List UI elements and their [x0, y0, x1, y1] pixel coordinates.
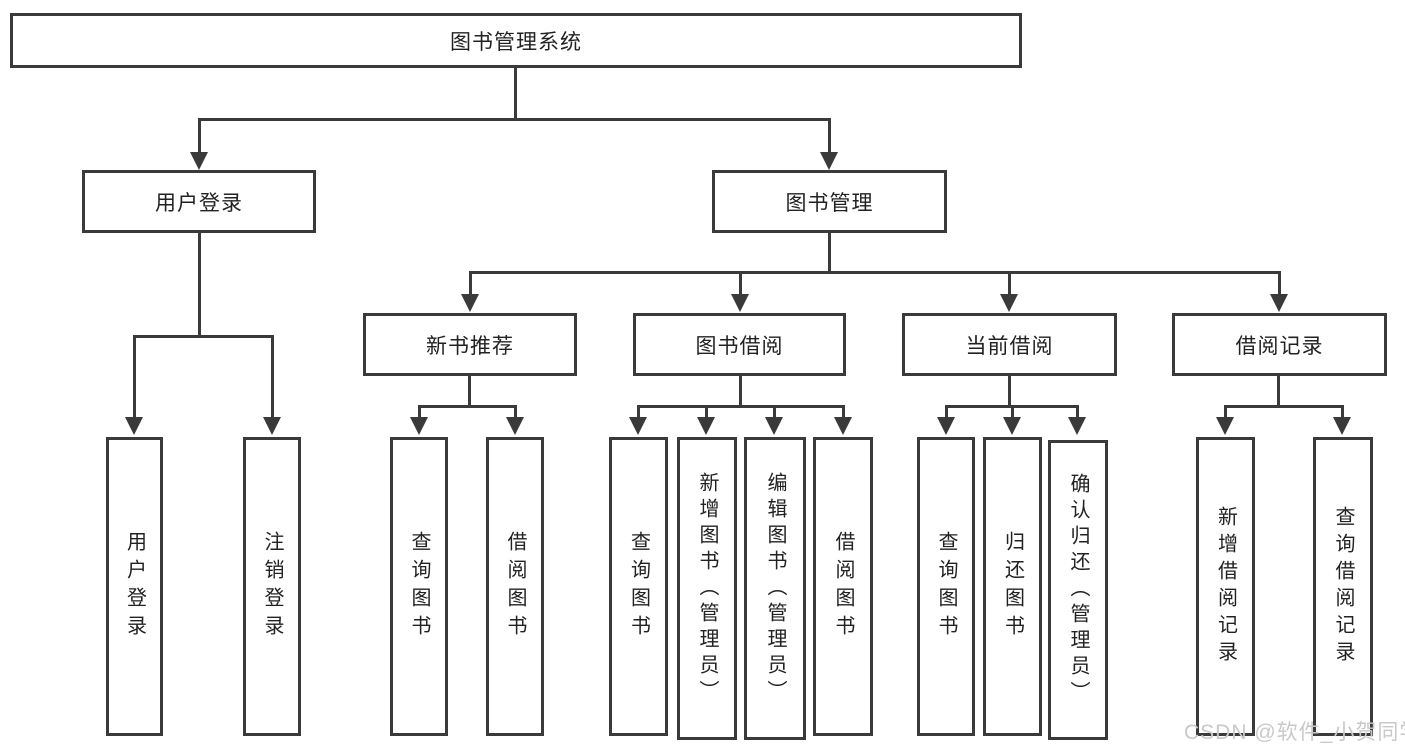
arrow-down-icon — [937, 417, 955, 435]
arrow-down-icon — [1068, 417, 1086, 435]
connector-drop — [637, 405, 640, 419]
connector-drop-user-login-action — [133, 335, 136, 419]
node-book-borrow: 图书借阅 — [633, 313, 846, 376]
leaf-logout-label: 注销登录 — [261, 530, 283, 643]
connector-drop — [1011, 405, 1014, 419]
connector-drop — [773, 405, 776, 419]
connector-drop — [1076, 405, 1079, 419]
connector-drop-book-management — [828, 118, 831, 154]
connector-book-management-bar — [469, 271, 1281, 274]
connector-book-management-stem — [828, 232, 831, 273]
connector-root-bar — [198, 118, 831, 121]
connector-drop — [842, 405, 845, 419]
connector-user-login-stem — [198, 232, 201, 337]
connector-user-login-bar — [133, 335, 274, 338]
node-current-borrow-label: 当前借阅 — [965, 334, 1054, 358]
leaf-records-add-record-label: 新增借阅记录 — [1214, 505, 1237, 668]
connector-drop-borrow-records — [1278, 271, 1281, 297]
connector-book-borrow-bar — [637, 405, 845, 408]
connector-current-borrow-stem — [1008, 375, 1011, 408]
leaf-borrow-borrow-books: 借阅图书 — [813, 437, 873, 736]
leaf-current-return-books: 归还图书 — [983, 437, 1042, 736]
node-book-borrow-label: 图书借阅 — [695, 334, 784, 358]
leaf-borrow-add-book-admin-label: 新增图书（管理员） — [696, 471, 718, 706]
leaf-borrow-edit-book-admin: 编辑图书（管理员） — [744, 437, 806, 740]
arrow-down-icon — [697, 417, 715, 435]
arrow-down-icon — [1270, 294, 1288, 312]
connector-book-borrow-stem — [739, 375, 742, 408]
leaf-current-confirm-return-admin-label: 确认归还（管理员） — [1067, 473, 1089, 707]
arrow-down-icon — [731, 294, 749, 312]
arrow-down-icon — [765, 417, 783, 435]
leaf-borrow-edit-book-admin-label: 编辑图书（管理员） — [764, 471, 786, 706]
connector-drop — [514, 405, 517, 419]
node-borrow-records: 借阅记录 — [1172, 313, 1387, 376]
leaf-user-login-action-label: 用户登录 — [123, 530, 146, 643]
node-user-login-label: 用户登录 — [155, 191, 243, 215]
leaf-recommend-borrow-books: 借阅图书 — [486, 437, 544, 736]
leaf-logout: 注销登录 — [243, 437, 301, 736]
leaf-user-login-action: 用户登录 — [106, 437, 163, 736]
node-book-management: 图书管理 — [712, 170, 947, 233]
connector-drop-book-borrow — [739, 271, 742, 297]
leaf-records-query-record: 查询借阅记录 — [1313, 437, 1373, 736]
arrow-down-icon — [190, 152, 208, 170]
connector-root-stem — [514, 67, 517, 119]
arrow-down-icon — [820, 152, 838, 170]
connector-borrow-records-stem — [1277, 375, 1280, 408]
leaf-current-query-books-label: 查询图书 — [935, 530, 957, 643]
arrow-down-icon — [125, 417, 143, 435]
connector-drop — [1224, 405, 1227, 419]
connector-drop-current-borrow — [1008, 271, 1011, 297]
node-borrow-records-label: 借阅记录 — [1235, 334, 1324, 358]
node-new-book-recommend: 新书推荐 — [363, 313, 577, 376]
node-book-management-label: 图书管理 — [785, 191, 874, 215]
arrow-down-icon — [629, 417, 647, 435]
arrow-down-icon — [1000, 294, 1018, 312]
arrow-down-icon — [410, 417, 428, 435]
connector-recommend-bar — [418, 405, 517, 408]
node-current-borrow: 当前借阅 — [902, 313, 1117, 376]
leaf-current-return-books-label: 归还图书 — [1001, 530, 1024, 643]
leaf-recommend-query-books: 查询图书 — [390, 437, 448, 736]
leaf-borrow-query-books: 查询图书 — [609, 437, 668, 736]
arrow-down-icon — [1003, 417, 1021, 435]
node-root-label: 图书管理系统 — [450, 30, 582, 54]
leaf-recommend-query-books-label: 查询图书 — [408, 530, 430, 643]
connector-drop — [945, 405, 948, 419]
leaf-current-query-books: 查询图书 — [917, 437, 975, 736]
leaf-borrow-add-book-admin: 新增图书（管理员） — [677, 437, 737, 740]
connector-drop — [418, 405, 421, 419]
leaf-borrow-borrow-books-label: 借阅图书 — [832, 530, 854, 643]
node-root: 图书管理系统 — [10, 13, 1022, 68]
leaf-recommend-borrow-books-label: 借阅图书 — [504, 530, 526, 643]
leaf-current-confirm-return-admin: 确认归还（管理员） — [1048, 440, 1108, 740]
node-new-book-recommend-label: 新书推荐 — [426, 334, 514, 358]
node-user-login: 用户登录 — [82, 170, 316, 233]
leaf-records-add-record: 新增借阅记录 — [1196, 437, 1255, 736]
connector-drop — [1341, 405, 1344, 419]
arrow-down-icon — [506, 417, 524, 435]
connector-drop — [705, 405, 708, 419]
connector-borrow-records-bar — [1224, 405, 1344, 408]
connector-drop-new-book-recommend — [469, 271, 472, 297]
leaf-borrow-query-books-label: 查询图书 — [627, 530, 650, 643]
leaf-records-query-record-label: 查询借阅记录 — [1332, 505, 1354, 668]
arrow-down-icon — [1333, 417, 1351, 435]
arrow-down-icon — [263, 417, 281, 435]
arrow-down-icon — [834, 417, 852, 435]
csdn-watermark: CSDN @软件_小贺同学 — [1184, 721, 1405, 744]
arrow-down-icon — [461, 294, 479, 312]
connector-recommend-stem — [468, 375, 471, 408]
connector-drop-user-login — [198, 118, 201, 154]
connector-drop-logout — [271, 335, 274, 419]
arrow-down-icon — [1216, 417, 1234, 435]
